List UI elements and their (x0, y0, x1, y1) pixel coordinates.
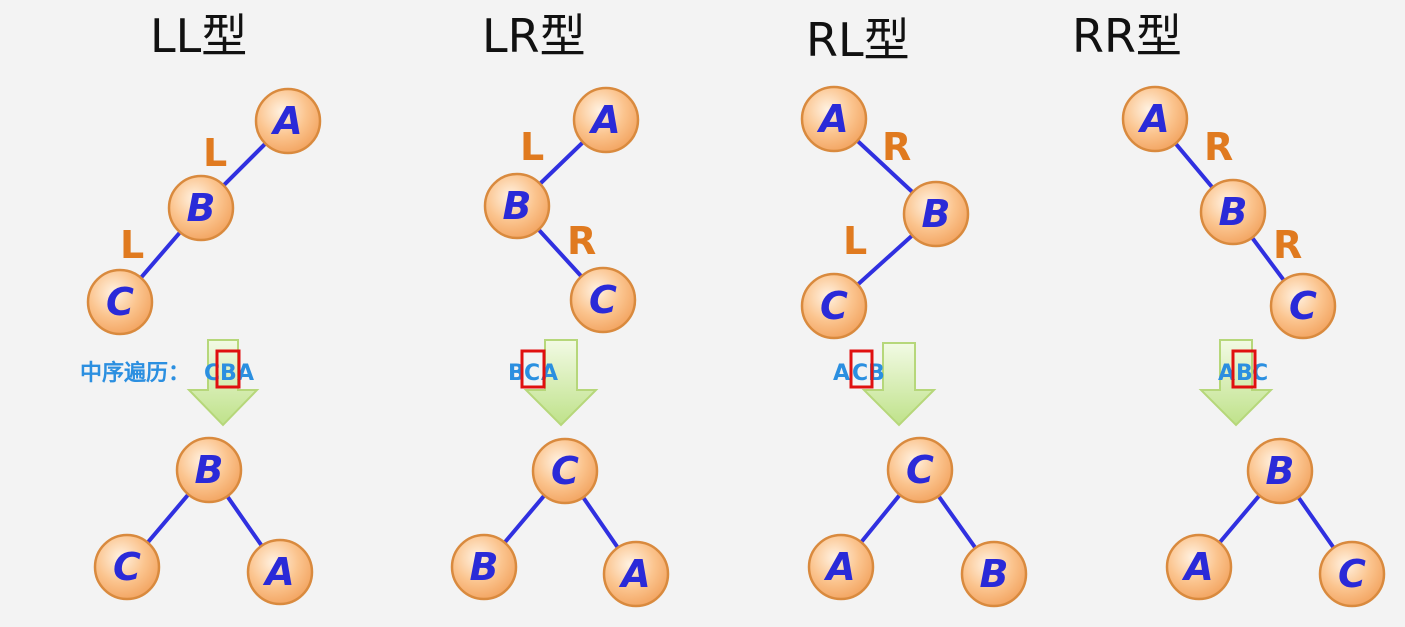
tree-node: A (572, 86, 640, 154)
tree-node: C (569, 266, 637, 334)
highlight-box (520, 349, 546, 389)
edge-label: L (120, 223, 144, 267)
svg-text:C: C (551, 449, 579, 493)
svg-text:C: C (1289, 284, 1317, 328)
down-arrow (861, 342, 937, 427)
edge-label: R (1273, 223, 1302, 267)
tree-node: A (800, 85, 868, 153)
tree-node: B (1199, 178, 1267, 246)
svg-text:B: B (470, 545, 499, 589)
svg-text:B: B (980, 552, 1009, 596)
tree-node: A (1121, 85, 1189, 153)
svg-text:B: B (187, 186, 216, 230)
panel-rr: RR型 R R A B C A B C B (1072, 9, 1386, 608)
tree-node: A (254, 87, 322, 155)
svg-text:A: A (618, 552, 650, 596)
inorder-sequence: B C A (508, 361, 558, 386)
panel-ll: LL型 L L A B C 中序遍历： C B A B (80, 9, 322, 606)
highlight-box (849, 349, 874, 389)
tree-node: A (807, 533, 875, 601)
svg-text:A: A (588, 98, 620, 142)
inorder-sequence: 中序遍历： C B A (80, 360, 254, 386)
tree-node: B (902, 180, 970, 248)
edge-label: L (520, 125, 544, 169)
panel-title: RR型 (1072, 9, 1182, 63)
panel-title: RL型 (806, 13, 910, 67)
tree-node: B (483, 172, 551, 240)
inorder-prefix: 中序遍历： (80, 360, 190, 386)
down-arrow (1198, 339, 1274, 427)
tree-node: C (800, 272, 868, 340)
edge-label: R (1204, 125, 1233, 169)
svg-text:B: B (195, 448, 224, 492)
svg-text:A: A (816, 97, 848, 141)
panel-title: LR型 (482, 9, 586, 63)
svg-text:B: B (503, 184, 532, 228)
svg-text:B: B (1219, 190, 1248, 234)
svg-text:C: C (113, 545, 141, 589)
svg-text:A: A (1137, 97, 1169, 141)
highlight-box (215, 349, 241, 389)
tree-node: B (1246, 437, 1314, 505)
tree-node: C (93, 533, 161, 601)
tree-node: C (1269, 272, 1337, 340)
down-arrow (186, 339, 260, 427)
tree-node: A (246, 538, 314, 606)
edge-label: L (843, 219, 867, 263)
inorder-sequence: A B C (1218, 361, 1268, 386)
tree-node: B (450, 533, 518, 601)
tree-node: C (886, 436, 954, 504)
svg-text:A: A (262, 550, 294, 594)
tree-node: C (531, 437, 599, 505)
highlight-box (1231, 349, 1257, 389)
edge-label: L (203, 131, 227, 175)
inorder-sequence: A C B (833, 361, 885, 386)
svg-text:B: B (922, 192, 951, 236)
svg-text:C: C (106, 280, 134, 324)
panel-title: LL型 (150, 9, 247, 63)
edge-label: R (882, 125, 911, 169)
tree-node: C (1318, 540, 1386, 608)
edge-label: R (567, 219, 596, 263)
svg-text:C: C (1338, 552, 1366, 596)
svg-text:C: C (589, 278, 617, 322)
tree-node: B (167, 174, 235, 242)
down-arrow (523, 339, 599, 427)
tree-node: B (175, 436, 243, 504)
tree-node: B (960, 540, 1028, 608)
panel-lr: LR型 L R A B C B C A C (450, 9, 670, 608)
svg-text:A: A (823, 545, 855, 589)
tree-node: A (602, 540, 670, 608)
svg-text:C: C (906, 448, 934, 492)
svg-text:A: A (1181, 545, 1213, 589)
tree-node: C (86, 268, 154, 336)
svg-text:A: A (270, 99, 302, 143)
panel-rl: RL型 R L A B C A C B C (800, 13, 1028, 608)
svg-text:C: C (820, 284, 848, 328)
tree-node: A (1165, 533, 1233, 601)
svg-text:B: B (1266, 449, 1295, 493)
